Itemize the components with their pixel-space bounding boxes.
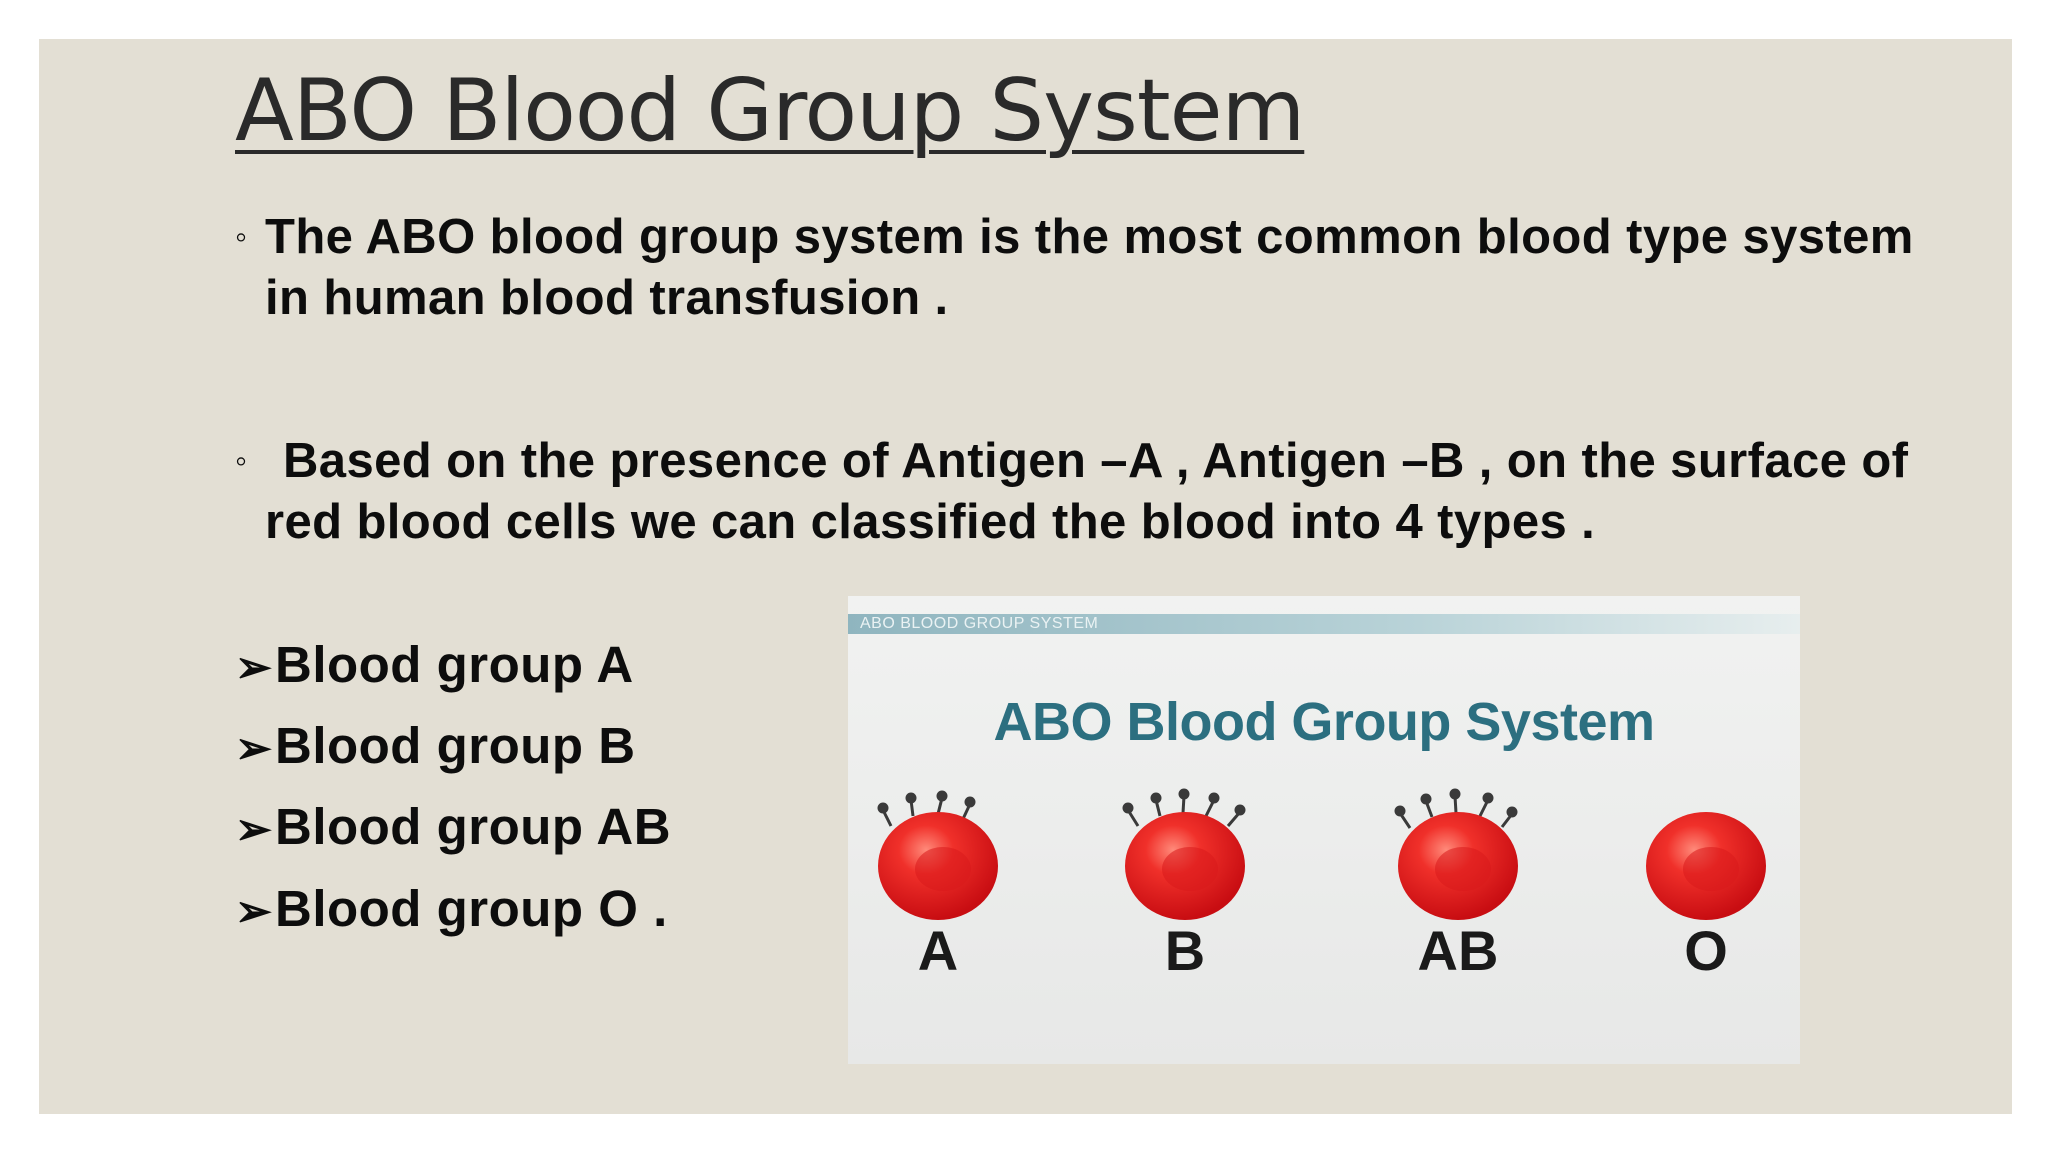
bullet-circle-icon: ◦ <box>235 218 248 256</box>
rbc-a-icon <box>877 790 998 920</box>
bullet-abo-definition: ◦ The ABO blood group system is the most… <box>235 207 1935 329</box>
list-item-blood-group-b: ➢Blood group B <box>235 716 636 779</box>
list-item-blood-group-a: ➢Blood group A <box>235 635 634 698</box>
cell-label-a: A <box>917 919 959 982</box>
list-item-blood-group-ab: ➢Blood group AB <box>235 797 671 860</box>
arrow-bullet-icon: ➢ <box>235 805 273 854</box>
list-item-text: Blood group A <box>275 636 634 693</box>
bullet-circle-icon: ◦ <box>235 442 248 480</box>
arrow-bullet-icon: ➢ <box>235 643 273 692</box>
rbc-b-icon <box>1122 788 1246 920</box>
bullet-text: Based on the presence of Antigen –A , An… <box>265 434 1909 549</box>
cell-label-ab: AB <box>1417 919 1499 982</box>
abo-illustration: ABO BLOOD GROUP SYSTEM ABO Blood Group S… <box>848 596 1800 1064</box>
illustration-header-text: ABO BLOOD GROUP SYSTEM <box>860 615 1099 632</box>
rbc-o-icon <box>1646 812 1766 920</box>
slide-title-text: ABO Blood Group System <box>235 61 1305 161</box>
list-item-text: Blood group B <box>275 717 636 774</box>
illustration-header-bar: ABO BLOOD GROUP SYSTEM <box>848 614 1800 634</box>
arrow-bullet-icon: ➢ <box>235 724 273 773</box>
red-blood-cells <box>877 788 1766 920</box>
list-item-text: Blood group AB <box>275 798 672 855</box>
slide-title: ABO Blood Group System <box>235 61 1305 161</box>
rbc-ab-icon <box>1394 788 1518 920</box>
list-item-blood-group-o: ➢Blood group O . <box>235 879 668 942</box>
illustration-title: ABO Blood Group System <box>993 692 1655 752</box>
cell-label-o: O <box>1684 919 1728 982</box>
slide: ABO Blood Group System ◦ The ABO blood g… <box>39 39 2012 1114</box>
arrow-bullet-icon: ➢ <box>235 887 273 936</box>
cell-label-b: B <box>1164 919 1206 982</box>
bullet-text: The ABO blood group system is the most c… <box>265 210 1914 325</box>
bullet-antigen-classification: ◦ Based on the presence of Antigen –A , … <box>235 431 1935 553</box>
list-item-text: Blood group O . <box>275 880 668 937</box>
